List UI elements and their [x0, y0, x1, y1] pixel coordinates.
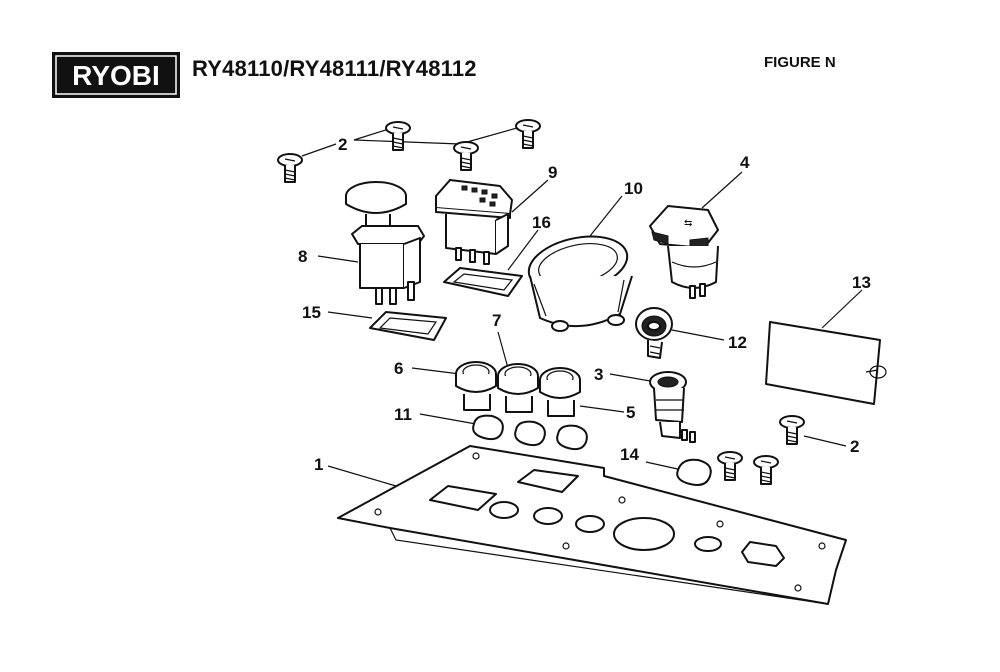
screws-top — [277, 119, 541, 183]
part-5-lamp — [539, 367, 581, 417]
callout-1: 1 — [314, 455, 323, 474]
part-1-panel — [337, 445, 847, 605]
logo-text: RYOBI — [72, 60, 160, 91]
callout-9: 9 — [548, 163, 557, 182]
callout-6: 6 — [394, 359, 403, 378]
callout-4: 4 — [740, 153, 750, 172]
model-numbers: RY48110/RY48111/RY48112 — [192, 56, 477, 81]
callout-2-bottom: 2 — [850, 437, 859, 456]
part-12-key — [635, 307, 673, 359]
part-7-lamp — [497, 363, 539, 413]
callout-10: 10 — [624, 179, 643, 198]
callout-8: 8 — [298, 247, 307, 266]
svg-text:⇆: ⇆ — [684, 218, 692, 229]
callout-7: 7 — [492, 311, 501, 330]
part-4-receptacle: ⇆ — [649, 205, 719, 299]
part-3-ignition-switch — [649, 371, 696, 443]
callout-16: 16 — [532, 213, 551, 232]
callout-labels: 2 9 4 10 8 16 13 15 7 12 6 3 11 5 2 14 1 — [298, 135, 871, 474]
figure-label: FIGURE N — [764, 54, 836, 71]
ryobi-logo: RYOBI — [52, 52, 180, 98]
part-6-lamp — [455, 361, 497, 411]
callout-5: 5 — [626, 403, 635, 422]
part-11-gaskets — [472, 414, 588, 451]
part-9-rocker-switch — [435, 179, 513, 265]
part-16-gasket — [443, 267, 523, 297]
part-8-pto-switch — [345, 181, 425, 305]
part-14-gasket — [676, 458, 712, 486]
part-13-plate — [765, 321, 887, 405]
part-15-gasket — [369, 311, 447, 341]
callout-12: 12 — [728, 333, 747, 352]
callout-3: 3 — [594, 365, 603, 384]
part-10-gauge — [527, 235, 633, 332]
callout-15: 15 — [302, 303, 321, 322]
callout-2-top: 2 — [338, 135, 347, 154]
callout-13: 13 — [852, 273, 871, 292]
callout-11: 11 — [394, 405, 412, 424]
callout-14: 14 — [620, 445, 639, 464]
screws-bottom — [717, 415, 805, 485]
